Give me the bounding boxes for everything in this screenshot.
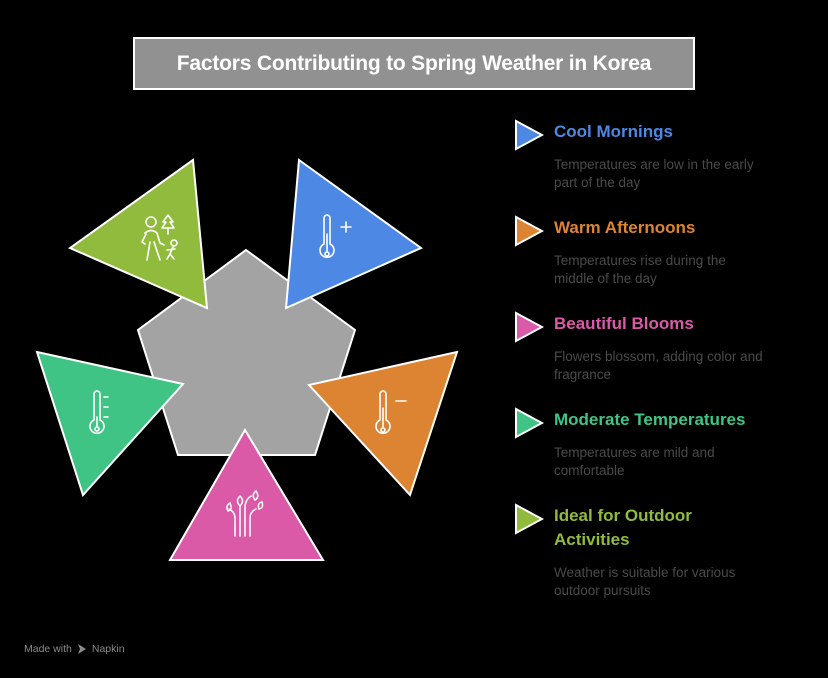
item-description: Flowers blossom, adding color and fragra… [554, 349, 763, 382]
item-title: Cool Mornings [554, 122, 673, 141]
diagram-title: Factors Contributing to Spring Weather i… [176, 51, 652, 75]
triangle-outdoor-activities [67, 158, 209, 310]
made-with-label: Made with [24, 643, 72, 655]
item-title: Warm Afternoons [554, 218, 696, 237]
triangle-beautiful-blooms [168, 428, 325, 561]
triangle-moderate-temperatures [35, 350, 185, 497]
item-title: Beautiful Blooms [554, 314, 694, 333]
item-description: Temperatures are low in the early part o… [554, 157, 754, 190]
item-title: Moderate Temperatures [554, 410, 746, 429]
thermometer-minus-icon [375, 390, 407, 435]
thermometer-plus-icon [319, 214, 352, 259]
triangle-warm-afternoons [307, 350, 459, 497]
title-box: Factors Contributing to Spring Weather i… [133, 37, 695, 90]
triangle-marker-icon [515, 119, 544, 151]
triangle-marker-icon [515, 503, 544, 535]
triangle-marker-icon [515, 407, 544, 439]
triangle-marker-icon [515, 215, 544, 247]
napkin-brand: Napkin [91, 643, 125, 655]
sprout-flowers-icon [226, 489, 264, 537]
footer-attribution: Made with Napkin [24, 643, 125, 655]
item-title: Ideal for Outdoor Activities [554, 506, 692, 549]
triangle-marker-icon [515, 311, 544, 343]
napkin-logo-icon [77, 644, 86, 654]
triangle-cool-mornings [284, 158, 423, 310]
thermometer-scale-icon [89, 390, 109, 435]
item-description: Weather is suitable for various outdoor … [554, 565, 736, 598]
hiking-family-icon [141, 214, 178, 261]
item-description: Temperatures are mild and comfortable [554, 445, 715, 478]
item-description: Temperatures rise during the middle of t… [554, 253, 726, 286]
